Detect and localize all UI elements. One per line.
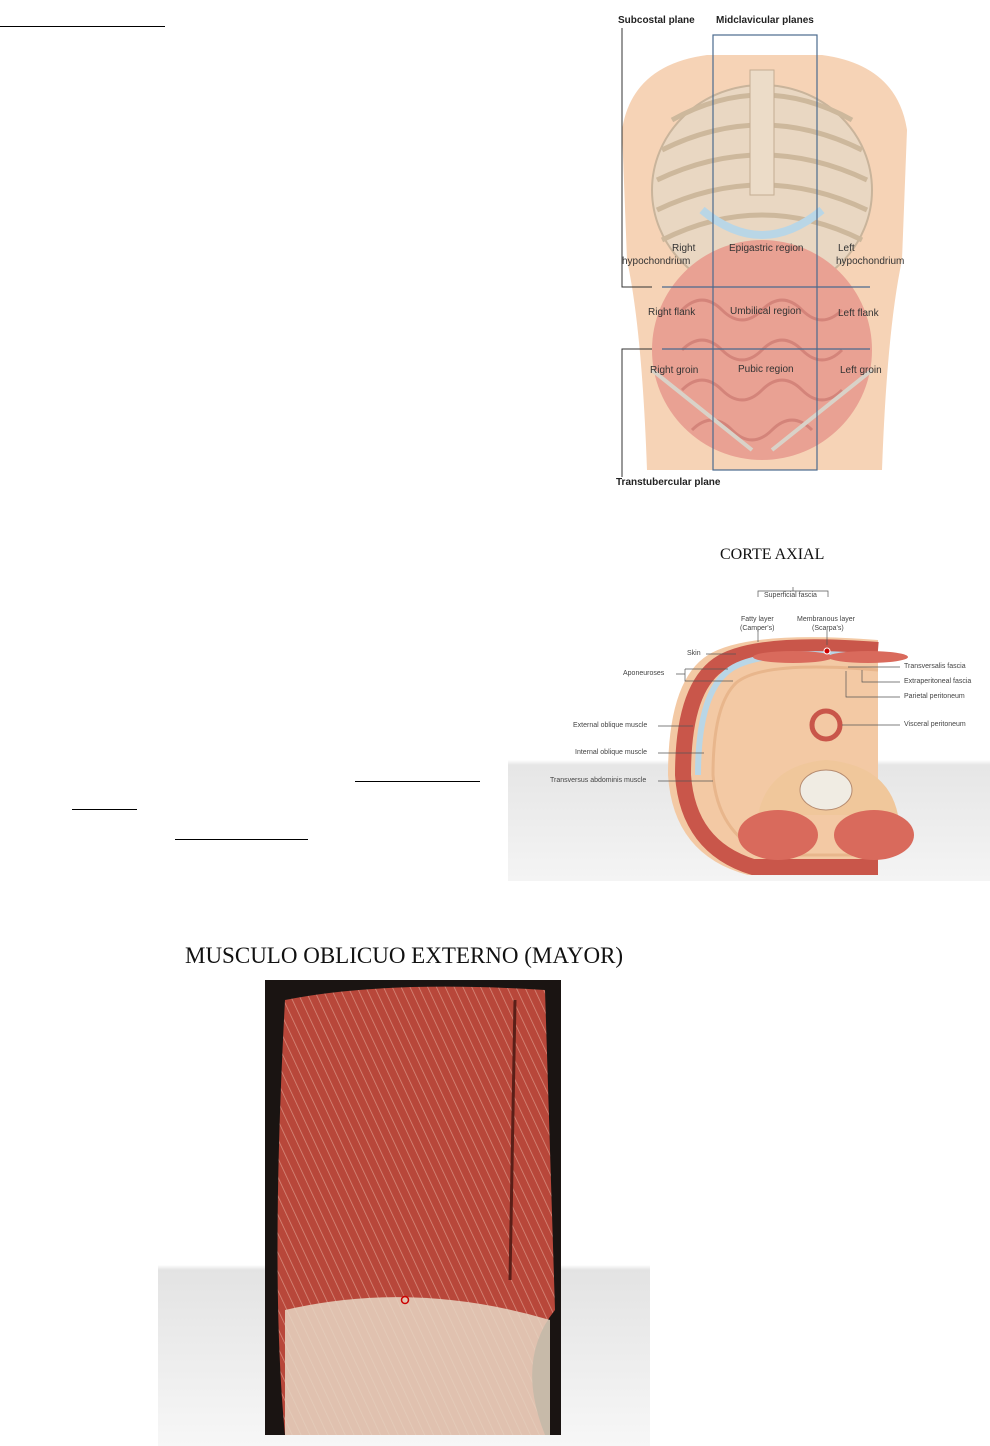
abdominal-regions-figure: Subcostal plane Midclavicular planes Rig…: [612, 10, 912, 500]
label-right-flank: Right flank: [648, 307, 696, 318]
label-extraperitoneal-fascia: Extraperitoneal fascia: [904, 678, 972, 685]
label-subcostal-plane: Subcostal plane: [618, 15, 695, 26]
label-umbilical-region: Umbilical region: [730, 306, 802, 317]
label-visceral-peritoneum: Visceral peritoneum: [904, 721, 966, 728]
axial-section-title: CORTE AXIAL: [720, 546, 825, 563]
label-right-hypochondrium: Right: [672, 243, 696, 254]
label-left-hypochondrium: Left: [838, 243, 855, 254]
label-fatty-layer: (Camper's): [740, 625, 775, 632]
label-external-oblique: External oblique muscle: [573, 722, 648, 729]
label-skin: Skin: [687, 650, 701, 657]
label-left-groin: Left groin: [840, 365, 882, 376]
label-right-hypochondrium: hypochondrium: [622, 256, 691, 267]
underline-blank: [355, 781, 480, 782]
torso-illustration: [621, 28, 907, 477]
label-transtubercular-plane: Transtubercular plane: [616, 477, 721, 488]
axial-section-figure: Superficial fascia Fatty layer (Camper's…: [508, 585, 990, 881]
label-internal-oblique: Internal oblique muscle: [575, 749, 647, 756]
label-fatty-layer: Fatty layer: [741, 616, 774, 623]
label-transversus-abdominis: Transversus abdominis muscle: [550, 777, 647, 784]
underline-blank: [175, 839, 308, 840]
label-right-groin: Right groin: [650, 365, 699, 376]
label-pubic-region: Pubic region: [738, 364, 794, 375]
label-epigastric-region: Epigastric region: [729, 243, 804, 254]
external-oblique-photo-frame: [158, 980, 650, 1446]
underline-blank: [72, 809, 137, 810]
label-membranous-layer: Membranous layer: [797, 616, 855, 623]
label-superficial-fascia: Superficial fascia: [764, 592, 817, 599]
label-parietal-peritoneum: Parietal peritoneum: [904, 693, 965, 700]
label-left-hypochondrium: hypochondrium: [836, 256, 905, 267]
axial-section-illustration: [658, 587, 914, 875]
external-oblique-photo: [265, 980, 561, 1435]
label-transversalis-fascia: Transversalis fascia: [904, 663, 966, 670]
label-midclavicular-planes: Midclavicular planes: [716, 15, 814, 26]
external-oblique-title: MUSCULO OBLICUO EXTERNO (MAYOR): [185, 943, 624, 968]
label-membranous-layer: (Scarpa's): [812, 625, 844, 632]
label-aponeuroses: Aponeuroses: [623, 670, 665, 677]
label-left-flank: Left flank: [838, 308, 879, 319]
underline-blank: [0, 26, 165, 27]
